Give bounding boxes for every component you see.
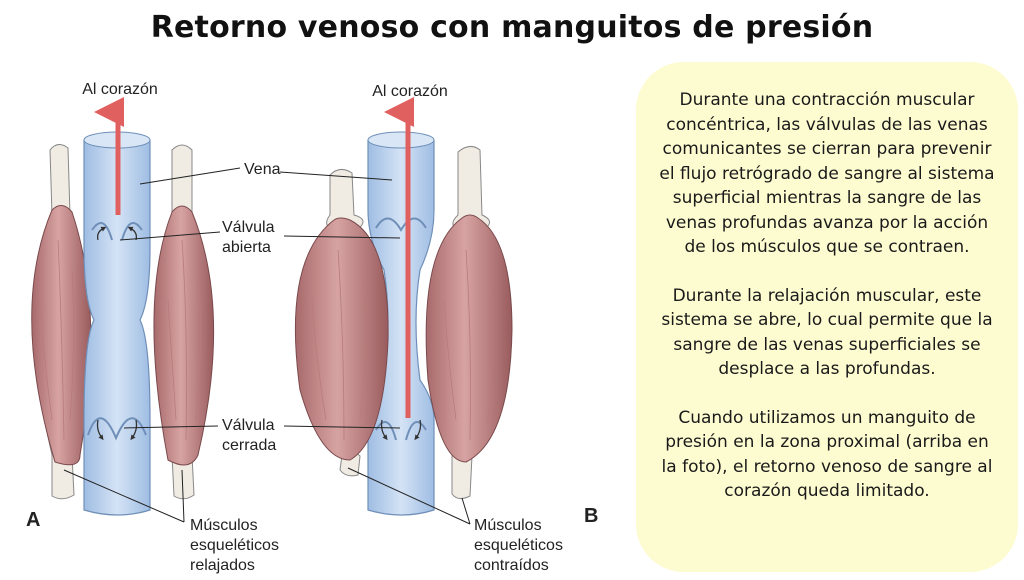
- relaxed-muscle-label-line-2: esqueléticos: [190, 537, 279, 554]
- info-box: Durante una contracción muscular concént…: [636, 62, 1018, 572]
- vein-leader-line-b: [279, 171, 393, 181]
- page-title: Retorno venoso con manguitos de presión: [150, 10, 874, 45]
- relaxed-muscle-right: [153, 144, 215, 500]
- info-paragraph-cuff: Cuando utilizamos un manguito de presión…: [661, 407, 993, 502]
- panel-a: Al corazón Vena Válvula abierta Válvula …: [26, 81, 281, 574]
- contracted-muscle-right: [425, 146, 513, 500]
- info-paragraph-contraction: Durante una contracción muscular concént…: [659, 90, 995, 257]
- closed-valve-leader-line-b: [283, 425, 401, 429]
- contracted-muscle-label-line-1: Músculos: [474, 517, 542, 534]
- relaxed-muscle-label-line-1: Músculos: [190, 517, 258, 534]
- closed-valve-a: [87, 417, 147, 441]
- closed-valve-label-line-1: Válvula: [222, 417, 275, 434]
- relaxed-muscle-left: [31, 144, 92, 500]
- vein-a: [83, 131, 151, 516]
- open-valve-label-line-2: abierta: [222, 239, 271, 256]
- panel-b-letter: B: [584, 505, 598, 527]
- closed-valve-b-top: [375, 217, 427, 232]
- vein-leader-line: [139, 167, 241, 185]
- closed-valve-label-line-2: cerrada: [222, 437, 276, 454]
- panel-b: Al corazón Músculos esqueléticos contraí…: [279, 83, 598, 574]
- vein-diagram: Al corazón Vena Válvula abierta Válvula …: [26, 81, 598, 574]
- contracted-muscle-label-line-3: contraídos: [474, 557, 549, 574]
- heart-label-b: Al corazón: [372, 83, 448, 100]
- relaxed-muscle-leader-line: [63, 469, 185, 523]
- info-paragraph-relaxation: Durante la relajación muscular, este sis…: [661, 285, 993, 380]
- open-valve-leader-line: [119, 231, 221, 241]
- panel-a-letter: A: [26, 509, 40, 531]
- heart-label-a: Al corazón: [82, 81, 158, 98]
- contracted-muscle-left: [294, 169, 389, 477]
- vein-label: Vena: [244, 161, 281, 178]
- contracted-muscle-label-line-2: esqueléticos: [474, 537, 563, 554]
- open-valve-label-line-1: Válvula: [222, 219, 275, 236]
- relaxed-muscle-label-line-3: relajados: [190, 557, 255, 574]
- contracted-muscle-leader-line: [347, 467, 471, 525]
- open-valve-leader-line-b: [283, 235, 401, 239]
- closed-valve-leader-line: [123, 425, 219, 429]
